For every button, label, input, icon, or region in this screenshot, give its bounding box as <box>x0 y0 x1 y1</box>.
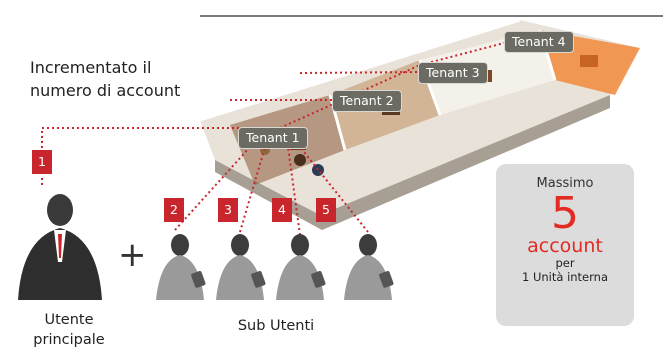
max-value: 5 <box>551 188 579 239</box>
connector-user5 <box>299 146 369 233</box>
max-per: per <box>555 256 575 270</box>
number-badge-1: 1 <box>32 150 52 174</box>
connector-tenant4 <box>279 41 509 129</box>
number-badge-2: 2 <box>164 198 184 222</box>
sub-user-2 <box>156 234 206 300</box>
caption-line-1: Incrementato il <box>30 58 152 77</box>
number-badge-5: 5 <box>316 198 336 222</box>
main-user-label-line-2: principale <box>33 332 105 348</box>
max-scope: 1 Unità interna <box>521 270 608 284</box>
main-user-label-line-1: Utente <box>44 312 94 328</box>
number-badge-4: 4 <box>272 198 292 222</box>
number-badge-3: 3 <box>218 198 238 222</box>
max-unit: account <box>527 235 603 257</box>
sub-user-3 <box>216 234 266 300</box>
caption-line-2: numero di account <box>30 81 181 100</box>
connector-lines <box>41 41 509 236</box>
connector-tenant1 <box>41 127 240 148</box>
sub-user-4 <box>276 234 326 300</box>
sub-user-figures <box>156 234 394 300</box>
max-title: Massimo <box>536 176 594 191</box>
main-user-label: Utente principale <box>14 310 124 350</box>
tenant-3-label: Tenant 3 <box>418 62 488 84</box>
tenant-1-label: Tenant 1 <box>238 127 308 149</box>
sub-users-label: Sub Utenti <box>237 318 315 334</box>
sub-user-5 <box>344 234 394 300</box>
max-accounts-box: Massimo 5 account per 1 Unità interna <box>496 164 634 326</box>
caption: Incrementato il numero di account <box>30 56 180 102</box>
main-user-figure <box>18 194 102 300</box>
plus-sign: + <box>118 235 147 275</box>
top-divider <box>200 15 663 17</box>
tenant-2-label: Tenant 2 <box>332 90 402 112</box>
connector-tenant3 <box>299 71 421 74</box>
connector-user2 <box>174 146 251 231</box>
tenant-4-label: Tenant 4 <box>504 31 574 53</box>
